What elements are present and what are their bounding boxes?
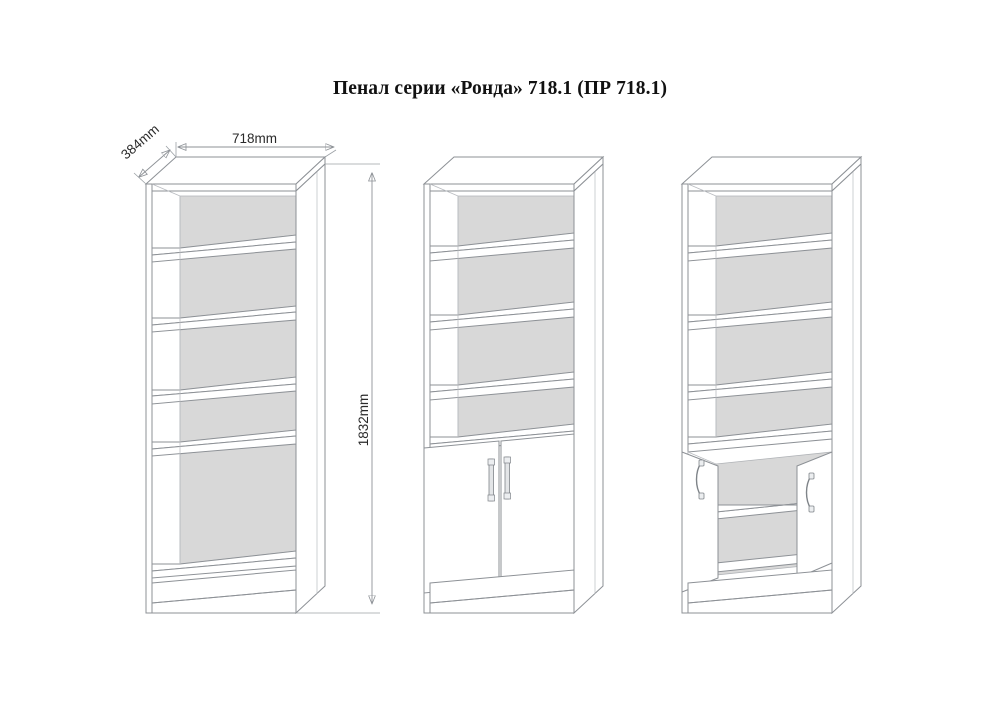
dimension-label-height: 1832mm (356, 394, 371, 447)
right-side-panel (295, 162, 326, 615)
handle-right-icon[interactable] (503, 456, 511, 500)
carcass-outline (151, 183, 297, 614)
plinth (429, 569, 575, 604)
cabinet-view-open-shelving: 718mm 384mm 1832mm (118, 121, 380, 615)
door-right[interactable] (500, 433, 575, 587)
left-side-panel (145, 183, 153, 614)
back-panels (457, 195, 575, 438)
right-side-panel (831, 162, 862, 615)
dimension-height: 1832mm (296, 163, 380, 614)
top-panel (144, 155, 327, 193)
top-panel (680, 155, 863, 193)
dimension-width: 718mm (175, 131, 337, 158)
door-left[interactable] (681, 451, 719, 593)
cabinet-view-doors-closed (422, 155, 605, 615)
dimension-label-depth: 384mm (118, 121, 162, 162)
handle-left-icon[interactable] (487, 458, 495, 502)
door-right[interactable] (796, 451, 833, 579)
cabinet-view-doors-open (680, 155, 863, 615)
back-panels (179, 195, 297, 565)
page-title: Пенал серии «Ронда» 718.1 (ПР 718.1) (332, 78, 668, 99)
right-side-panel (573, 162, 604, 615)
shelves (151, 234, 297, 579)
handle-right-icon[interactable] (805, 472, 815, 513)
handle-left-icon[interactable] (695, 459, 705, 500)
dimension-label-width: 718mm (232, 131, 277, 146)
plinth (682, 569, 833, 614)
top-panel (422, 155, 605, 193)
